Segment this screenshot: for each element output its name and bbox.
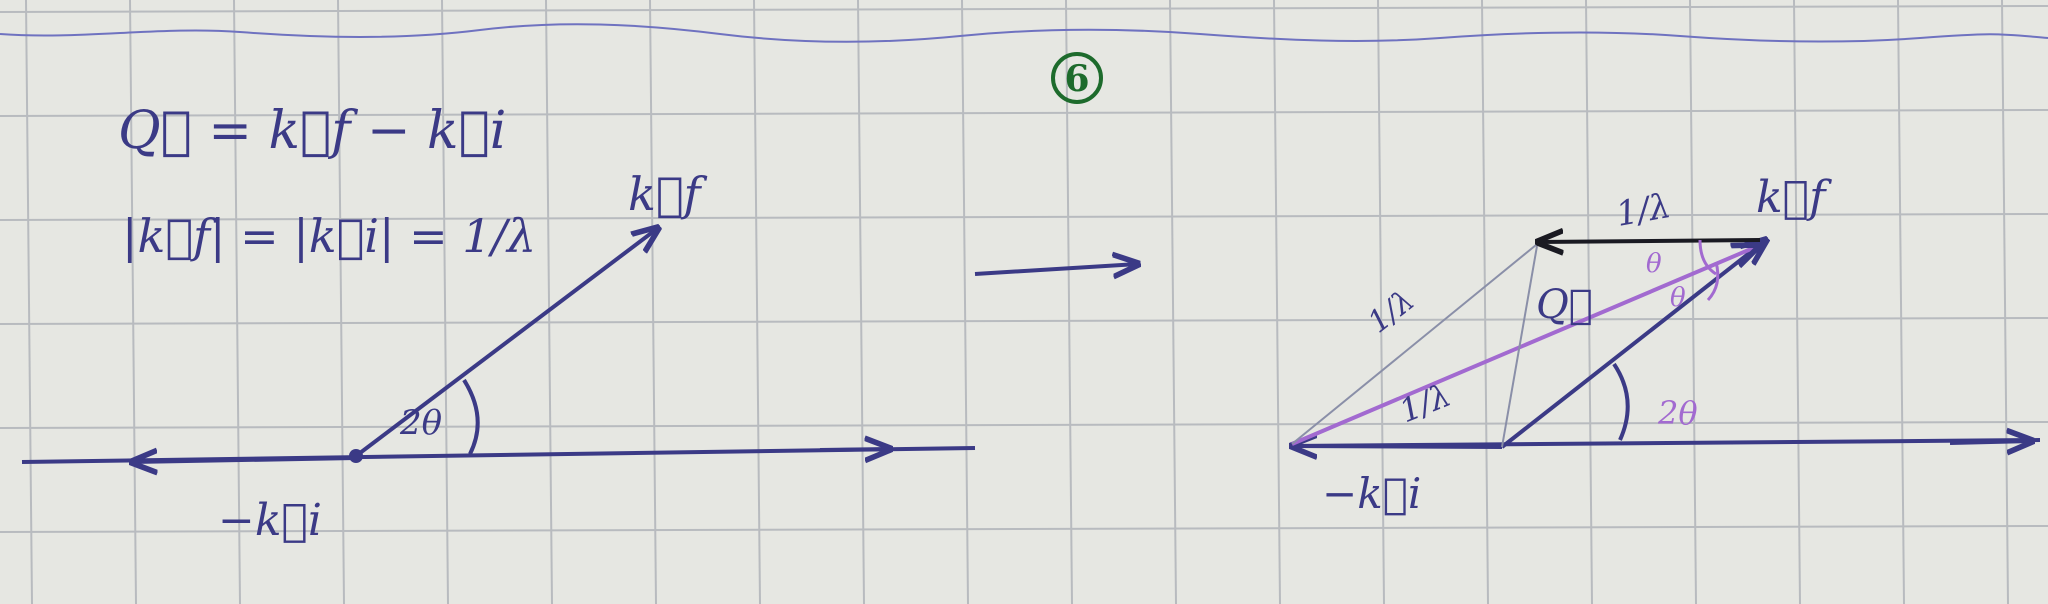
right-bottom-angle-arc xyxy=(1612,362,1630,441)
left-angle-arc xyxy=(462,378,480,455)
grid-vertical-line xyxy=(1897,0,1905,604)
page-top-wavy-line xyxy=(0,23,2048,43)
right-axis-arrowhead xyxy=(1949,441,2032,443)
grid-vertical-line xyxy=(25,0,33,604)
grid-vertical-line xyxy=(857,0,865,604)
grid-vertical-line xyxy=(1273,0,1281,604)
right-top-length-label: 1/λ xyxy=(1613,186,1674,235)
grid-vertical-line xyxy=(337,0,345,604)
right-theta-top-label: θ xyxy=(1646,249,1662,279)
equation-Q-definition: Q⃗ = k⃗f − k⃗i xyxy=(118,101,506,161)
right-kf-vector xyxy=(1500,240,1766,449)
left-kf-label: k⃗f xyxy=(628,167,707,221)
right-minus-ki-arrow xyxy=(1292,446,1503,447)
grid-vertical-line xyxy=(753,0,761,604)
grid-horizontal-line xyxy=(0,317,2048,325)
grid-vertical-line xyxy=(1585,0,1593,604)
grid-vertical-line xyxy=(129,0,137,604)
equation-magnitudes: |k⃗f| = |k⃗i| = 1/λ xyxy=(122,209,536,263)
right-theta-bottom-label: θ xyxy=(1670,283,1686,313)
grid-horizontal-line xyxy=(0,5,2048,13)
left-minus-ki-label: −k⃗i xyxy=(218,495,322,546)
grid-vertical-line xyxy=(2001,0,2009,604)
grid-vertical-line xyxy=(1481,0,1489,604)
right-pencil-vertical-side xyxy=(1501,245,1538,448)
transition-arrow xyxy=(974,264,1138,274)
grid-vertical-line xyxy=(233,0,241,604)
left-angle-label: 2θ xyxy=(399,403,442,443)
right-top-ki-vector xyxy=(1538,240,1761,242)
grid-horizontal-line xyxy=(0,213,2048,221)
page-number: 6 xyxy=(1064,58,1089,100)
right-bottom-angle-label: 2θ xyxy=(1657,394,1698,432)
left-axis-arrowhead xyxy=(819,449,890,450)
grid-horizontal-line xyxy=(0,525,2048,533)
right-pencil-left-side xyxy=(1291,244,1537,445)
page-number-circle: 6 xyxy=(1051,52,1103,104)
grid-vertical-line xyxy=(1689,0,1697,604)
grid-vertical-line xyxy=(441,0,449,604)
grid-vertical-line xyxy=(545,0,553,604)
grid-vertical-line xyxy=(961,0,969,604)
left-kf-vector xyxy=(354,228,658,458)
right-kf-label: k⃗f xyxy=(1756,172,1832,223)
right-top-theta-arc-2 xyxy=(1706,261,1720,302)
grid-vertical-line xyxy=(649,0,657,604)
grid-horizontal-line xyxy=(0,421,2048,429)
left-minus-ki-arrow xyxy=(132,458,357,462)
grid-vertical-line xyxy=(1377,0,1385,604)
grid-vertical-line xyxy=(1793,0,1801,604)
grid-horizontal-line xyxy=(0,109,2048,117)
right-minus-ki-label: −k⃗i xyxy=(1322,469,1421,518)
right-Q-vector xyxy=(1291,246,1758,446)
right-top-theta-arc xyxy=(1698,239,1717,276)
left-diagram: 2θ k⃗f −k⃗i xyxy=(21,167,976,546)
grid-vertical-line xyxy=(1169,0,1177,604)
left-origin-point xyxy=(349,449,363,463)
right-Q-label: Q⃗ xyxy=(1536,282,1593,328)
